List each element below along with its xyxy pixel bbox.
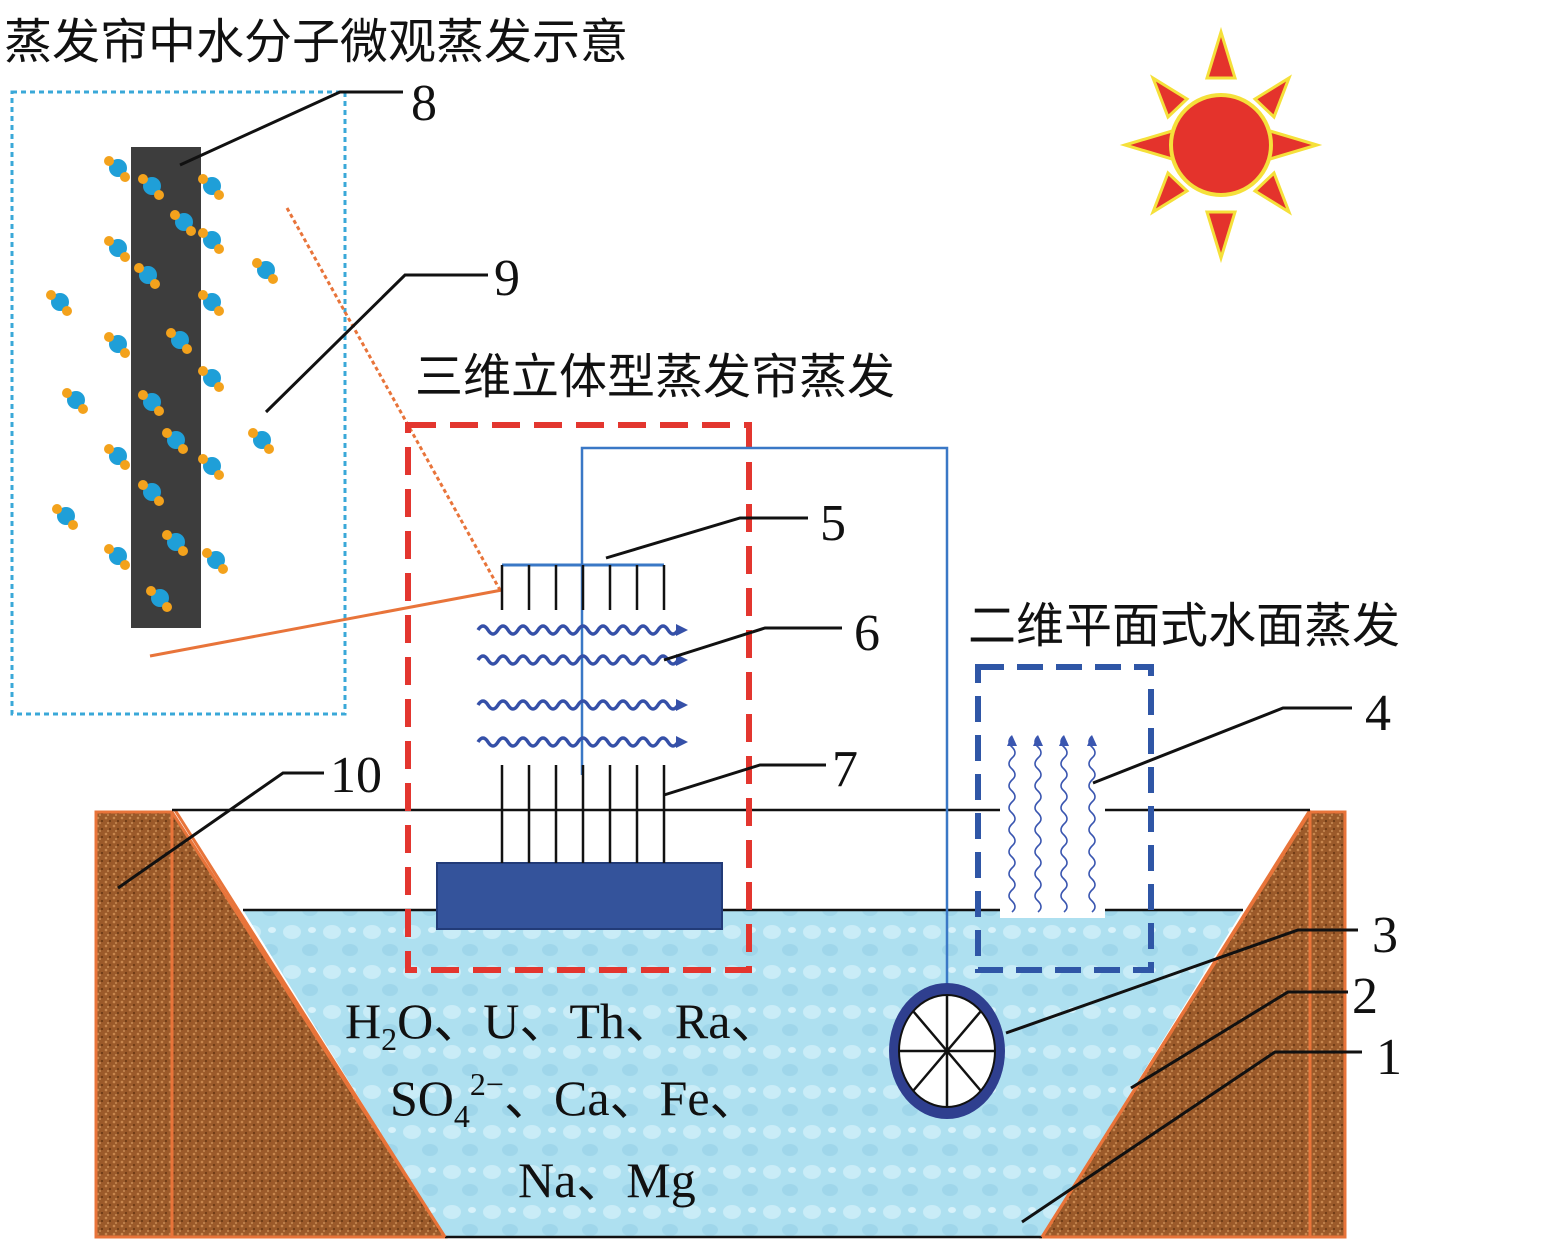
- water-molecule-icon: [104, 544, 130, 570]
- leader-3: [1005, 928, 1358, 1035]
- water-molecule-icon: [138, 390, 164, 416]
- surface-2d-interior: [1000, 740, 1105, 918]
- vapor-arrow-icon: [676, 699, 688, 711]
- surface-vapor-arrows: [1007, 735, 1097, 913]
- vapor-arrow-icon: [676, 654, 688, 666]
- leader-2: [1130, 990, 1348, 1090]
- zoom-line-lower: [149, 588, 503, 658]
- vapor-wave: [476, 654, 680, 666]
- water-molecule-icon: [198, 366, 224, 392]
- leader-10: [117, 771, 324, 890]
- label-5: 5: [820, 495, 846, 552]
- solution-line-2: SO42−、Ca、Fe、: [390, 1066, 760, 1134]
- pump-wheel-icon: [889, 983, 1005, 1119]
- water-molecule-icon: [166, 328, 192, 354]
- sun-icon: [1119, 26, 1323, 264]
- water-molecule-icon: [198, 454, 224, 480]
- water-molecule-icon: [198, 228, 224, 254]
- vapor-arrow-icon: [1087, 735, 1097, 746]
- vapor-wave: [476, 624, 680, 636]
- vapor-arrow-icon: [676, 624, 688, 636]
- label-7: 7: [832, 741, 858, 798]
- vapor-wave: [476, 699, 680, 711]
- water-molecule-icon: [170, 210, 196, 236]
- vapor-arrow-icon: [1059, 735, 1069, 746]
- water-body: [243, 910, 1243, 1237]
- water-molecule-icon: [104, 156, 130, 182]
- water-molecule-icon: [198, 174, 224, 200]
- label-9: 9: [494, 250, 520, 307]
- zoom-line-upper: [285, 207, 502, 591]
- water-molecule-icon: [146, 586, 172, 612]
- water-molecule-icon: [104, 236, 130, 262]
- leader-4: [1092, 706, 1352, 785]
- surface-vapor-line: [1008, 735, 1016, 913]
- solution-line-3: Na、Mg: [518, 1152, 696, 1208]
- curtain-strings: [500, 565, 666, 863]
- surface-vapor-line: [1060, 735, 1068, 913]
- leader-7: [663, 763, 826, 797]
- title-2d-surface: 二维平面式水面蒸发: [968, 598, 1400, 654]
- surface-2d-frame: [975, 664, 1154, 973]
- water-molecule-icon: [202, 548, 228, 574]
- water-molecule-icon: [46, 290, 72, 316]
- water-molecule-icon: [248, 428, 274, 454]
- vapor-arrow-icon: [1007, 735, 1017, 746]
- water-molecule-icon: [134, 263, 160, 289]
- micro-inset-frame: [10, 90, 347, 716]
- surface-vapor-line: [1088, 735, 1096, 913]
- leader-5: [605, 516, 808, 560]
- leader-6: [663, 626, 842, 662]
- curtain-vapor-waves: [476, 624, 688, 748]
- water-molecule-icon: [52, 504, 78, 530]
- supply-pipe: [580, 446, 949, 985]
- water-molecule-icon: [198, 290, 224, 316]
- left-slope: [173, 809, 447, 1238]
- label-3: 3: [1372, 907, 1398, 964]
- title-micro-evaporation: 蒸发帘中水分子微观蒸发示意: [4, 14, 628, 70]
- curtain-3d-frame: [405, 422, 752, 973]
- leader-9: [264, 273, 488, 414]
- water-molecule-icon: [162, 428, 188, 454]
- label-2: 2: [1352, 968, 1378, 1025]
- leader-1: [1021, 1050, 1362, 1224]
- water-molecule-icon: [138, 174, 164, 200]
- water-molecule-group: [46, 156, 278, 612]
- water-molecule-icon: [104, 444, 130, 470]
- water-molecule-icon: [62, 388, 88, 414]
- title-3d-curtain: 三维立体型蒸发帘蒸发: [415, 349, 895, 405]
- water-molecule-icon: [252, 258, 278, 284]
- water-molecule-icon: [104, 332, 130, 358]
- label-6: 6: [854, 605, 880, 662]
- leader-8: [179, 90, 403, 167]
- label-10: 10: [330, 747, 382, 804]
- vapor-arrow-icon: [1033, 735, 1043, 746]
- vapor-wave: [476, 736, 680, 748]
- right-slope: [1040, 809, 1312, 1238]
- solution-line-1: H2O、U、Th、Ra、: [345, 993, 780, 1057]
- water-molecule-icon: [162, 530, 188, 556]
- water-molecule-icon: [138, 480, 164, 506]
- vapor-arrow-icon: [676, 736, 688, 748]
- label-1: 1: [1376, 1029, 1402, 1086]
- label-8: 8: [411, 75, 437, 132]
- float-block: [436, 862, 723, 930]
- label-4: 4: [1365, 685, 1391, 742]
- surface-vapor-line: [1034, 735, 1042, 913]
